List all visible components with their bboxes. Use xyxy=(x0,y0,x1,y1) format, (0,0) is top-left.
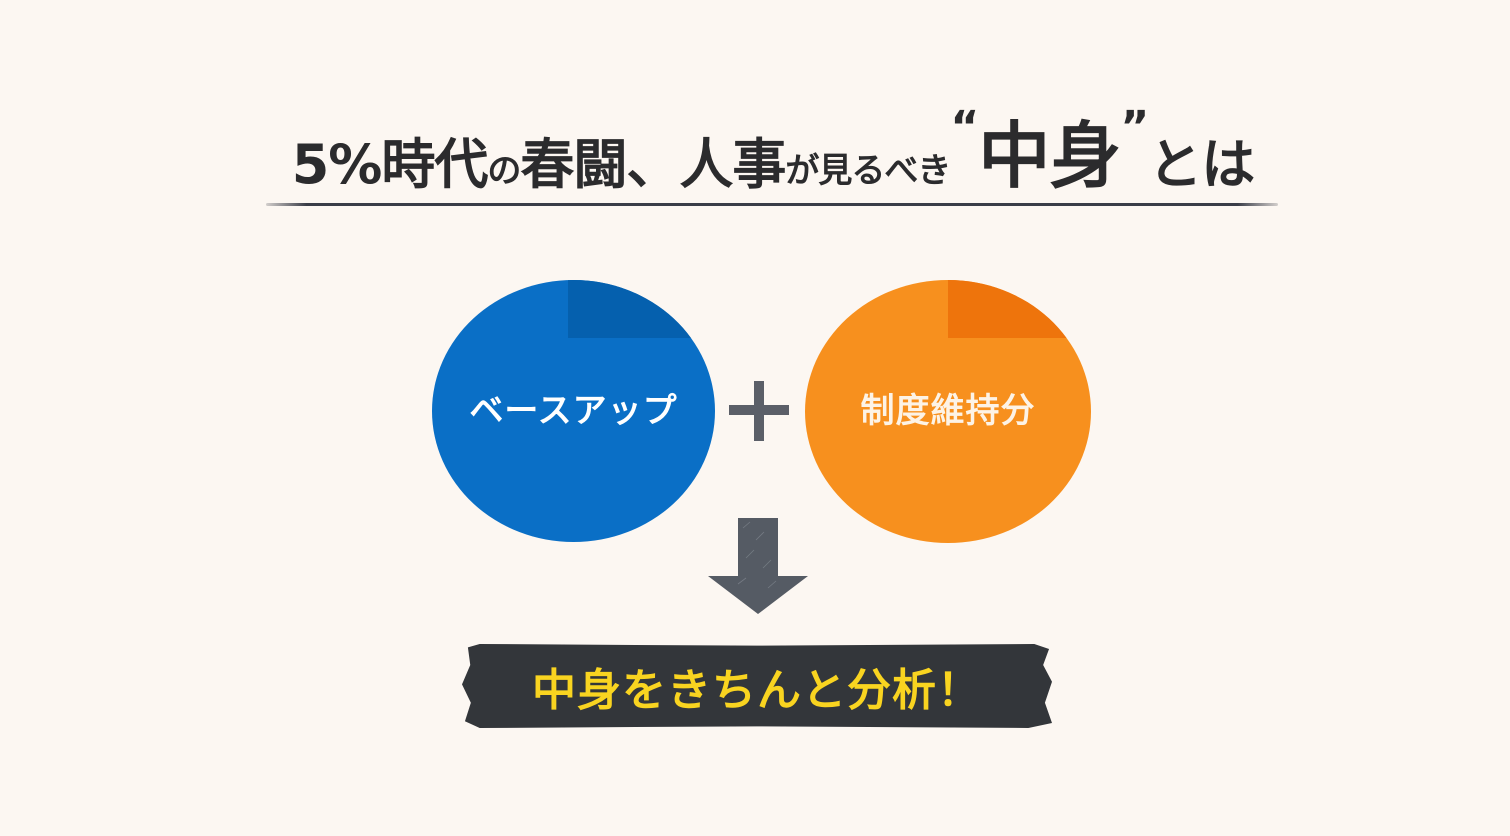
base-up-circle: ベースアップ xyxy=(432,280,715,542)
system-maintenance-circle: 制度維持分 xyxy=(805,280,1091,543)
arrow-down-icon xyxy=(708,518,808,614)
system-maintenance-label: 制度維持分 xyxy=(860,391,1036,431)
title-part-5: とは xyxy=(1148,133,1255,196)
title-part-4: が見るべき xyxy=(785,151,951,191)
title-underline xyxy=(266,203,1278,206)
title-part-2: の xyxy=(487,151,521,191)
result-banner: 中身をきちんと分析！ xyxy=(462,644,1052,728)
title-quote-close: ” xyxy=(1120,102,1149,153)
title-emphasis: 中身 xyxy=(978,114,1121,198)
title-part-1: 5%時代 xyxy=(291,133,489,196)
base-up-circle-accent xyxy=(567,280,710,338)
title-quote-open: “ xyxy=(950,102,979,153)
system-maintenance-circle-accent xyxy=(948,280,1091,338)
title-part-3: 春闘、人事 xyxy=(520,133,786,196)
plus-icon xyxy=(729,381,789,441)
page-title: 5%時代 の 春闘、人事 が見るべき “ 中身 ” とは xyxy=(268,106,1278,198)
base-up-label: ベースアップ xyxy=(469,390,678,431)
result-banner-label: 中身をきちんと分析！ xyxy=(532,665,982,716)
